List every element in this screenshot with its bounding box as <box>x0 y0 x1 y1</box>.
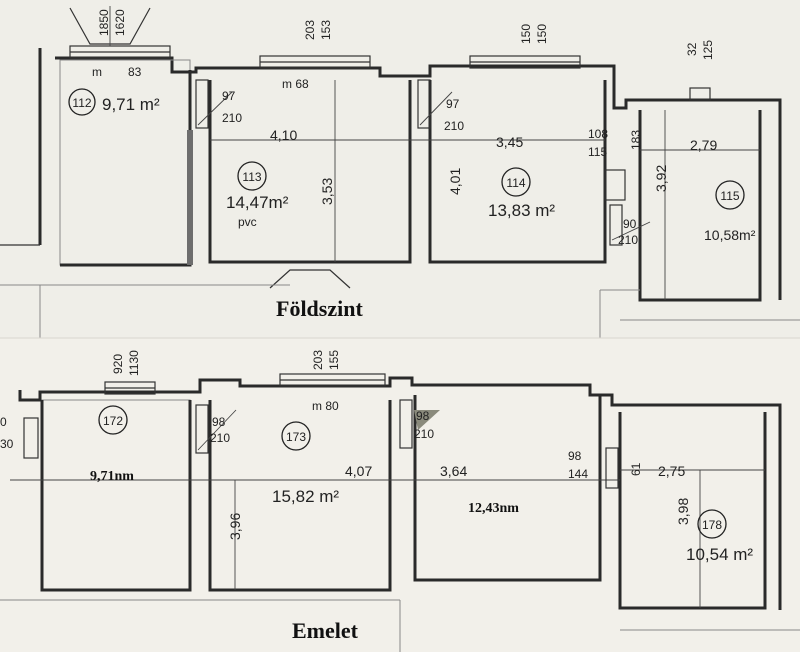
room-172-area: 9,71nm <box>90 469 134 484</box>
room-173-number: 173 <box>286 430 306 444</box>
upper-window2-b: 155 <box>327 350 341 370</box>
ground-window1-b: 1620 <box>113 9 127 36</box>
ground-door4-h: 210 <box>618 233 638 247</box>
upper-edge-b: 30 <box>0 437 14 451</box>
ground-door2-h: 210 <box>444 119 464 133</box>
room-113: 113 14,47m² pvc <box>226 161 289 229</box>
room-173-area: 15,82 m² <box>272 487 339 506</box>
ground-window2-a: 203 <box>303 20 317 40</box>
room-112-number: 112 <box>72 96 91 110</box>
ground-floor-plan: 1850 1620 203 153 150 150 32 125 m 83 m … <box>0 6 800 338</box>
upper-dim-h178: 3,98 <box>675 498 691 525</box>
ground-dim-h113: 3,53 <box>319 178 335 205</box>
ground-door3-w: 108 <box>588 127 608 141</box>
upper-window2-a: 203 <box>311 350 325 370</box>
room-114-number: 114 <box>506 176 525 190</box>
room-115-number: 115 <box>720 189 739 203</box>
room-174-area: 12,43nm <box>468 501 519 516</box>
ground-window3-a: 150 <box>519 24 533 44</box>
upper-edge-a: 0 <box>0 415 7 429</box>
ground-door1-w: 97 <box>222 89 236 103</box>
ground-m1: m <box>92 65 102 79</box>
room-115: 115 10,58m² <box>704 180 756 243</box>
room-114: 114 13,83 m² <box>488 167 555 220</box>
upper-window1-b: 1130 <box>127 350 141 376</box>
upper-extra: 61 <box>629 462 643 476</box>
upper-door3-h: 144 <box>568 467 588 481</box>
ground-dim-w114: 3,45 <box>496 134 523 150</box>
ground-door2-w: 97 <box>446 97 460 111</box>
room-173: 173 15,82 m² <box>272 421 339 506</box>
upper-window1-a: 920 <box>111 354 125 374</box>
ground-dim-w115: 2,79 <box>690 137 717 153</box>
upper-dim-w178: 2,75 <box>658 463 685 479</box>
ground-door3-h: 115 <box>588 145 607 159</box>
room-114-area: 13,83 m² <box>488 201 555 220</box>
ground-window1-a: 1850 <box>97 9 111 36</box>
ground-dim-w113: 4,10 <box>270 127 297 143</box>
upper-door2-h: 210 <box>414 427 434 441</box>
ground-window3-b: 150 <box>535 24 549 44</box>
room-178-number: 178 <box>702 518 722 532</box>
room-112-area: 9,71 m² <box>102 95 160 114</box>
ground-window4-b: 125 <box>701 40 715 60</box>
room-112: 112 9,71 m² <box>68 88 160 116</box>
room-113-area: 14,47m² <box>226 193 289 212</box>
room-172-number: 172 <box>103 414 123 428</box>
upper-door1-w: 98 <box>212 415 226 429</box>
room-178-area: 10,54 m² <box>686 545 753 564</box>
ground-window2-b: 153 <box>319 20 333 40</box>
room-178: 178 10,54 m² <box>686 509 753 564</box>
upper-m1: m 80 <box>312 399 339 413</box>
room-113-note: pvc <box>238 215 257 229</box>
ground-m2: m 68 <box>282 77 309 91</box>
upper-dim-w174: 3,64 <box>440 463 467 479</box>
room-115-area: 10,58m² <box>704 227 756 243</box>
ground-m1-value: 83 <box>128 65 142 79</box>
ground-floor-label: Földszint <box>276 296 363 321</box>
upper-dim-w173: 4,07 <box>345 463 372 479</box>
ground-window4-a: 32 <box>685 42 699 56</box>
ground-door1-h: 210 <box>222 111 242 125</box>
upper-floor-plan: 920 1130 203 155 0 30 m 80 172 9,71nm 17… <box>0 337 800 652</box>
room-113-number: 113 <box>242 170 261 184</box>
ground-dim-h115: 3,92 <box>653 165 669 192</box>
room-174: 12,43nm <box>468 501 519 516</box>
upper-door3-w: 98 <box>568 449 582 463</box>
upper-door1-h: 210 <box>210 431 230 445</box>
upper-door2-w: 98 <box>416 409 430 423</box>
ground-extra: 183 <box>629 130 643 150</box>
ground-dim-h114: 4,01 <box>447 168 463 195</box>
upper-dim-h173: 3,96 <box>227 513 243 540</box>
upper-floor-label: Emelet <box>292 618 359 643</box>
ground-door4-w: 90 <box>623 217 637 231</box>
room-172: 172 9,71nm <box>90 405 134 484</box>
